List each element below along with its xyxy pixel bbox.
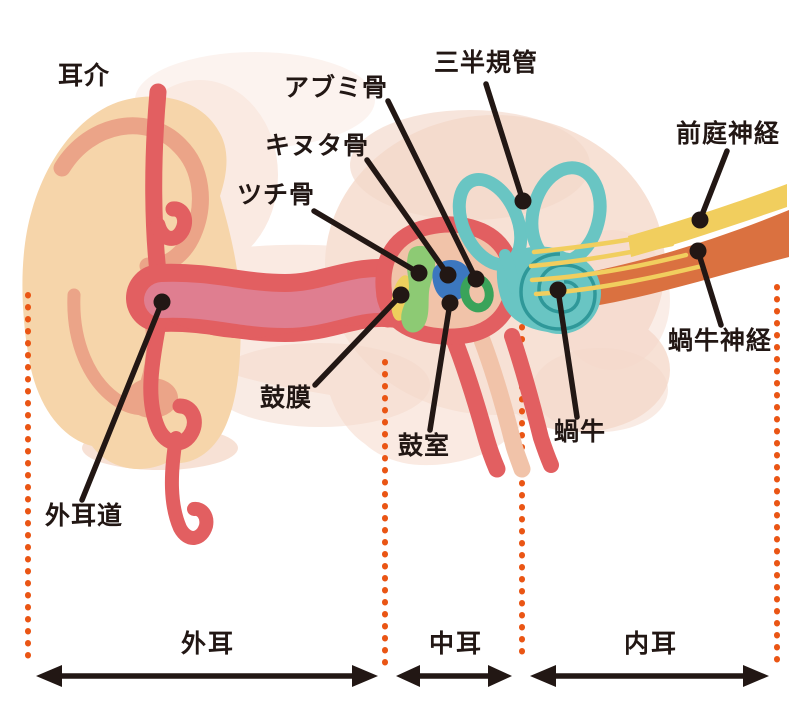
region-divider-lines [25,284,780,666]
ear-canal-shape [126,83,432,545]
callout-lines [79,81,730,503]
label-eardrum: 鼓膜 [260,384,313,412]
region-label-outer-ear: 外耳 [180,630,236,658]
label-semicircular-canals: 三半規管 [434,49,539,77]
label-vestibular-nerve: 前庭神経 [676,120,781,148]
label-stapes: アブミ骨 [284,74,389,102]
label-tympanic-cavity: 鼓室 [398,432,451,460]
region-arrows [36,665,769,687]
label-cochlear-nerve: 蝸牛神経 [668,327,773,355]
label-incus: キヌタ骨 [265,132,370,160]
label-cochlea: 蝸牛 [554,418,607,446]
label-malleus: ツチ骨 [237,181,316,209]
label-ear-canal: 外耳道 [45,502,124,530]
label-pinna: 耳介 [58,62,111,90]
region-label-inner-ear: 内耳 [623,630,679,658]
region-label-middle-ear: 中耳 [428,630,484,658]
